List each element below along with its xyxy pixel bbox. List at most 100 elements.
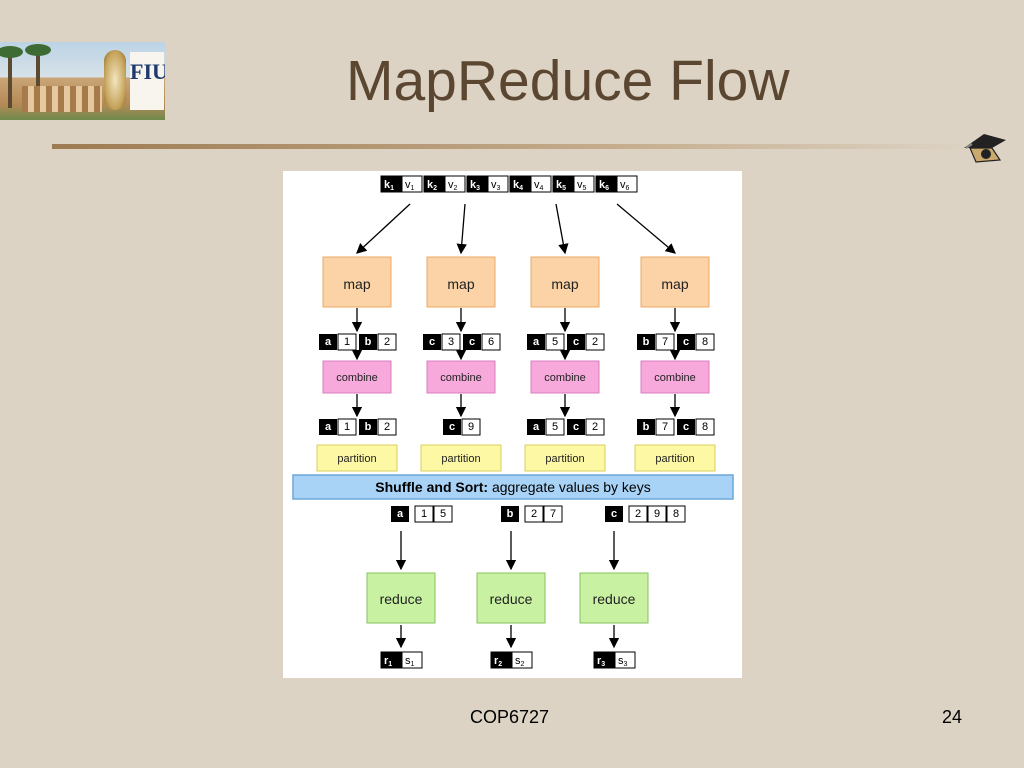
value-label: 2 [635, 508, 641, 520]
subscript: 1 [411, 185, 415, 192]
key-cell [463, 334, 481, 350]
fiu-logo: FIU [0, 42, 165, 120]
value-cell [647, 505, 667, 523]
key-label: r1 [384, 655, 392, 668]
partition-box [316, 444, 398, 472]
value-label: 7 [662, 336, 668, 348]
palm-frond-icon [25, 44, 51, 56]
value-cell [616, 175, 638, 193]
value-label: 9 [468, 421, 474, 433]
map-box [530, 256, 600, 308]
palm-frond-icon [0, 46, 23, 58]
partition-box [634, 444, 716, 472]
shuffle-sort-bar [292, 474, 734, 500]
partition-box [420, 444, 502, 472]
value-label: 3 [448, 336, 454, 348]
subscript: 3 [624, 661, 628, 668]
shuffle-sort-bold: Shuffle and Sort: [375, 479, 488, 495]
key-label: k5 [556, 179, 566, 192]
subscript: 3 [476, 185, 480, 192]
map-label: map [447, 276, 474, 292]
value-cell [695, 418, 715, 436]
combine-label: combine [544, 372, 586, 384]
key-cell [593, 651, 615, 669]
value-cell [614, 651, 636, 669]
value-cell [487, 175, 509, 193]
key-label: b [643, 336, 650, 348]
key-cell [637, 419, 655, 435]
value-letter: s [618, 655, 624, 667]
key-label: a [397, 508, 404, 520]
value-label: 5 [552, 336, 558, 348]
subscript: 2 [498, 661, 502, 668]
subscript: 4 [540, 185, 544, 192]
combine-label: combine [336, 372, 378, 384]
value-label: s3 [618, 655, 628, 668]
value-cell [628, 505, 648, 523]
key-label: k2 [427, 179, 437, 192]
subscript: 4 [519, 185, 523, 192]
key-cell [466, 175, 488, 193]
subscript: 1 [390, 185, 394, 192]
value-cell [695, 333, 715, 351]
value-label: s1 [405, 655, 415, 668]
key-cell [380, 175, 402, 193]
value-label: 1 [421, 508, 427, 520]
key-label: k3 [470, 179, 480, 192]
key-label: c [573, 336, 579, 348]
subscript: 2 [454, 185, 458, 192]
value-label: 9 [654, 508, 660, 520]
key-cell [391, 506, 409, 522]
combine-box [530, 360, 600, 394]
shuffle-sort-label: Shuffle and Sort: aggregate values by ke… [375, 479, 650, 495]
value-cell [655, 333, 675, 351]
value-letter: v [448, 179, 454, 191]
key-label: a [533, 336, 540, 348]
key-cell [552, 175, 574, 193]
value-label: v3 [491, 179, 501, 192]
value-cell [585, 333, 605, 351]
value-cell [441, 333, 461, 351]
value-label: v5 [577, 179, 587, 192]
key-cell [509, 175, 531, 193]
subscript: 5 [583, 185, 587, 192]
value-cell [545, 333, 565, 351]
partition-label: partition [337, 453, 376, 465]
key-cell [359, 419, 377, 435]
subscript: 6 [605, 185, 609, 192]
value-cell [511, 651, 533, 669]
purdue-mascot-icon [964, 134, 1006, 163]
value-label: v1 [405, 179, 415, 192]
key-cell [359, 334, 377, 350]
map-box [322, 256, 392, 308]
key-label: k4 [513, 179, 523, 192]
university-seal-icon [104, 50, 126, 110]
key-cell [595, 175, 617, 193]
key-label: c [573, 421, 579, 433]
value-cell [337, 333, 357, 351]
key-label: r2 [494, 655, 502, 668]
input-to-map-arrow [616, 203, 676, 254]
input-to-map-arrow [456, 203, 467, 255]
value-cell [666, 505, 686, 523]
key-cell [423, 334, 441, 350]
value-label: v4 [534, 179, 544, 192]
reduce-box [579, 572, 649, 624]
map-label: map [343, 276, 370, 292]
key-cell [501, 506, 519, 522]
key-label: c [469, 336, 475, 348]
key-letter: k [556, 179, 563, 191]
value-label: 1 [344, 421, 350, 433]
shuffle-sort-text: aggregate values by keys [488, 479, 651, 495]
key-cell [490, 651, 512, 669]
reduce-label: reduce [593, 591, 636, 607]
value-label: 6 [488, 336, 494, 348]
reduce-label: reduce [380, 591, 423, 607]
key-cell [567, 334, 585, 350]
value-letter: v [620, 179, 626, 191]
slide-title: MapReduce Flow [346, 49, 790, 113]
partition-box [524, 444, 606, 472]
value-letter: v [577, 179, 583, 191]
reduce-label: reduce [490, 591, 533, 607]
